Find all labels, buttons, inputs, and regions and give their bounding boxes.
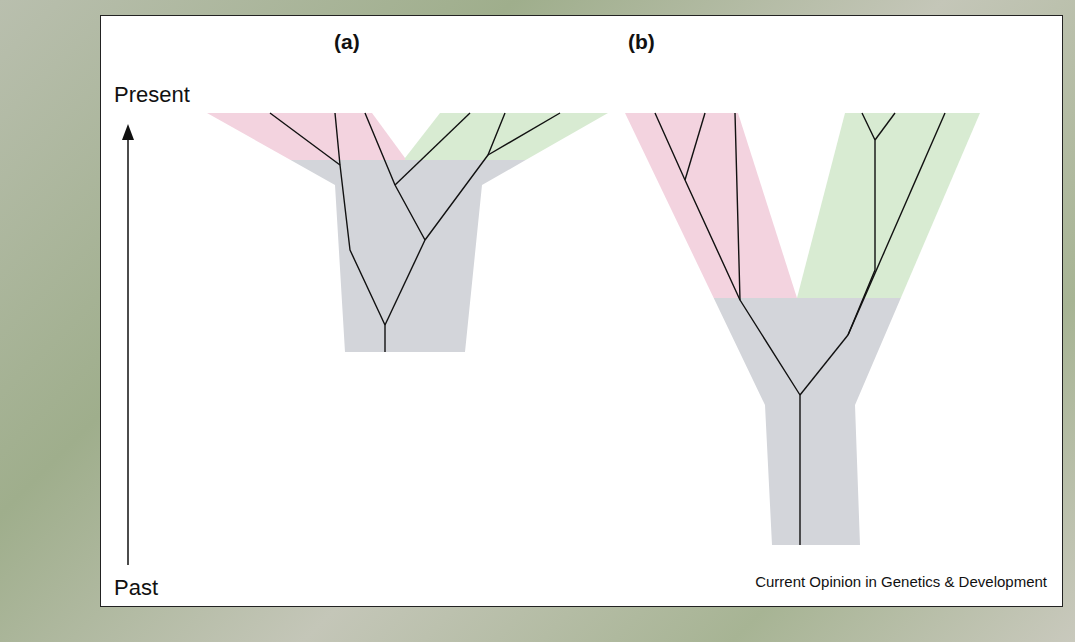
time-arrow xyxy=(127,132,129,565)
figure-caption: Current Opinion in Genetics & Developmen… xyxy=(755,573,1047,590)
axis-label: Present xyxy=(114,82,190,107)
figure-frame xyxy=(100,15,1063,607)
species-tree-a xyxy=(207,113,608,352)
panel-label: (b) xyxy=(628,30,655,54)
gene-tree-b xyxy=(655,113,945,545)
gene-tree-a xyxy=(270,113,560,352)
panel-label: (a) xyxy=(334,30,360,54)
arrow-head xyxy=(122,124,134,140)
species-tree-b xyxy=(625,113,980,545)
axis-label: Past xyxy=(114,575,158,600)
